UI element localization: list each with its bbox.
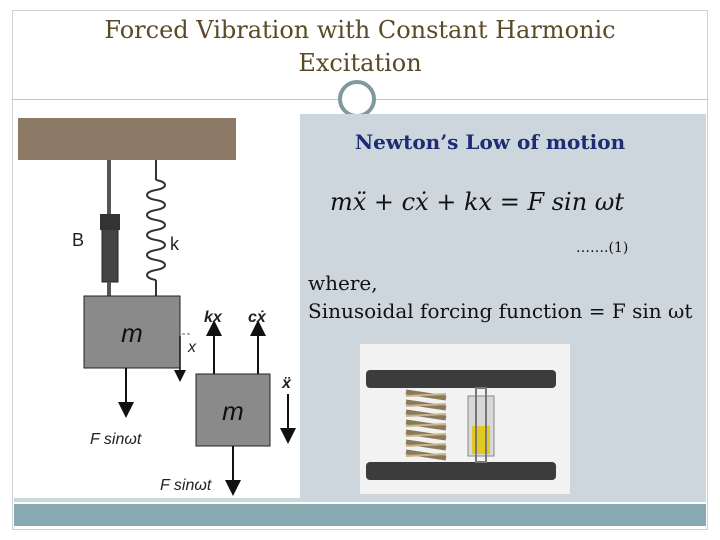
spring-damper-photo: [360, 344, 570, 494]
title-line-2: Excitation: [298, 49, 422, 77]
spring-force-label: kx: [204, 309, 223, 326]
force-left-label: F sinωt: [90, 431, 142, 448]
mass-block-left: [83, 295, 181, 369]
diagram-svg: B k m F sinωt x m kx cẋ ẍ F sinωt: [18, 118, 296, 496]
equation-number: …….(1): [576, 240, 629, 256]
displacement-label: x: [187, 339, 197, 356]
mass-spring-damper-diagram: B k m F sinωt x m kx cẋ ẍ F sinωt: [14, 114, 300, 498]
spring-label: k: [170, 234, 180, 254]
acceleration-label: ẍ: [281, 375, 292, 392]
photo-svg: [360, 344, 570, 494]
slide-title: Forced Vibration with Constant Harmonic …: [20, 14, 700, 80]
equation-of-motion: mẍ + cẋ + kx = F sin ωt: [330, 188, 625, 216]
damper-label: B: [72, 230, 84, 250]
where-label: where,: [308, 271, 378, 295]
damping-force-label: cẋ: [248, 309, 267, 326]
mass-left-label: m: [121, 318, 143, 348]
force-right-label: F sinωt: [160, 477, 212, 494]
slide-frame: [12, 10, 708, 530]
ceiling-support: [18, 118, 236, 160]
footer-bar: [14, 504, 706, 526]
title-line-1: Forced Vibration with Constant Harmonic: [104, 16, 616, 44]
mass-right-label: m: [222, 396, 244, 426]
damper: [100, 160, 120, 296]
spring: [146, 160, 166, 296]
section-heading: Newton’s Low of motion: [354, 130, 626, 154]
divider-circle-ornament: [338, 80, 376, 118]
forcing-function-text: Sinusoidal forcing function = F sin ωt: [308, 299, 693, 323]
